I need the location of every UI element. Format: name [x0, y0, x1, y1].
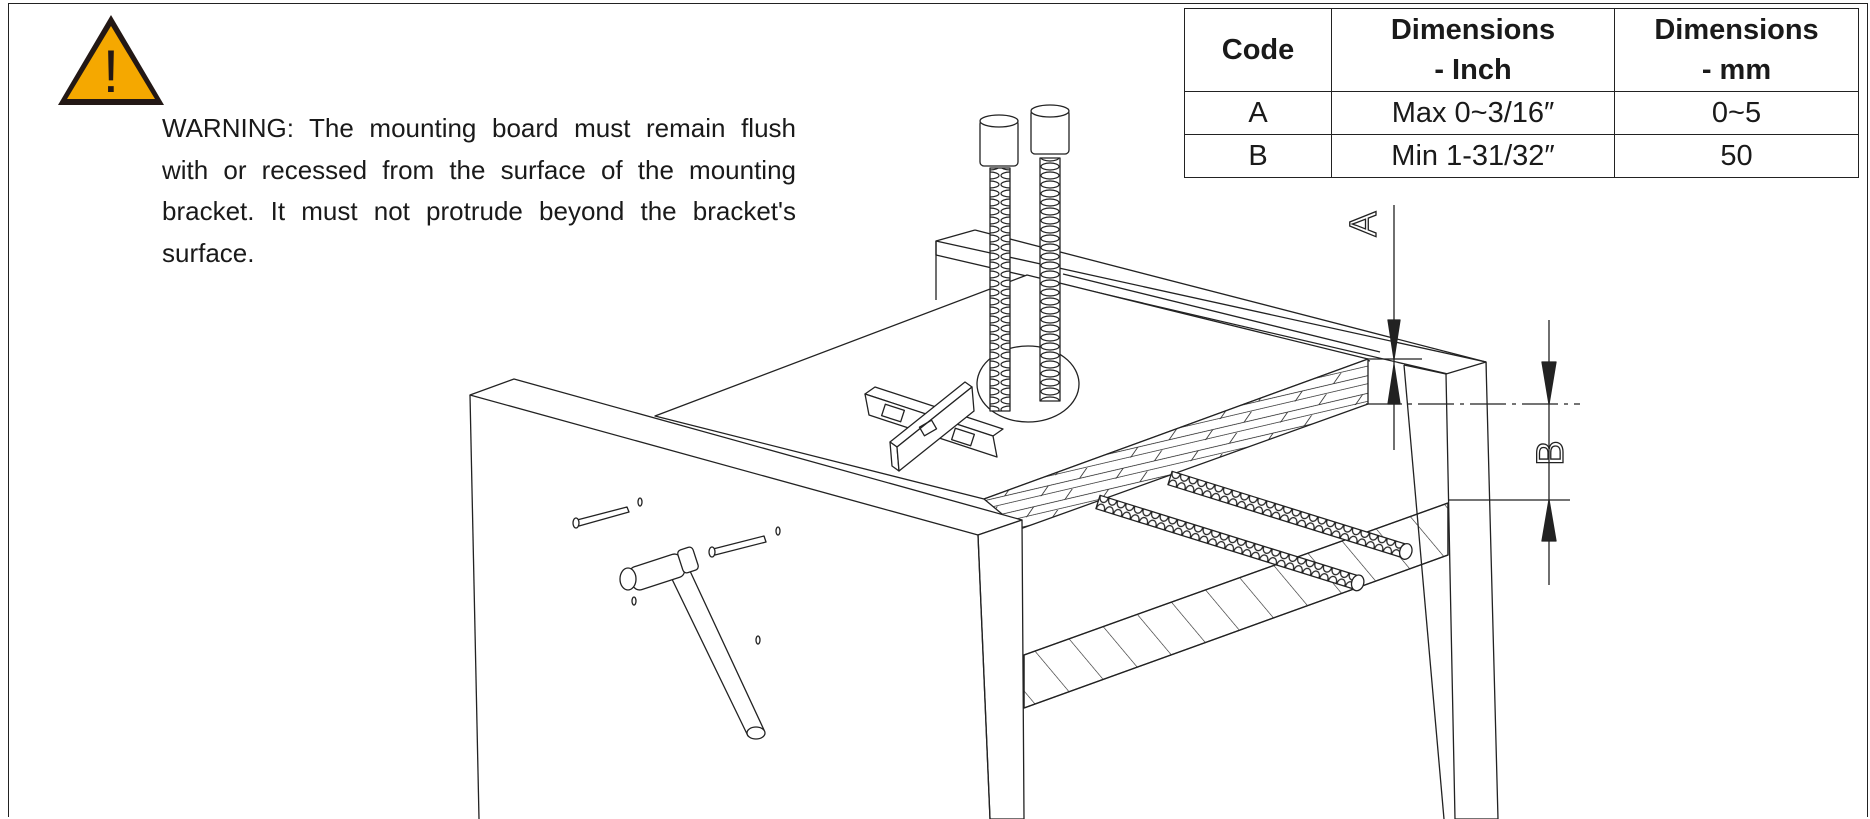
dimension-a	[1366, 205, 1580, 450]
row-a-inch: Max 0~3/16″	[1331, 91, 1615, 135]
horizontal-threaded-rods	[1096, 470, 1414, 592]
header-dimensions-mm: Dimensions- mm	[1614, 8, 1859, 92]
warning-triangle-fill	[67, 26, 155, 99]
warning-exclamation: !	[103, 38, 120, 105]
cross-spacer	[865, 382, 1003, 471]
warning-triangle-icon: !	[58, 15, 164, 105]
row-b-code: B	[1184, 134, 1332, 178]
table-row: A Max 0~3/16″ 0~5	[1184, 91, 1859, 135]
dimension-b	[1448, 320, 1570, 585]
hatched-wall	[1024, 503, 1448, 708]
header-dimensions-inch: Dimensions- Inch	[1331, 8, 1615, 92]
row-a-code: A	[1184, 91, 1332, 135]
label-b: B	[1530, 440, 1572, 465]
nails-and-hammer	[573, 498, 780, 739]
dimensions-table: Code Dimensions- Inch Dimensions- mm A M…	[1184, 8, 1859, 178]
table-header-row: Code Dimensions- Inch Dimensions- mm	[1184, 8, 1859, 92]
label-a: A	[1343, 211, 1385, 237]
row-b-inch: Min 1-31/32″	[1331, 134, 1615, 178]
front-board	[470, 379, 1024, 819]
page-frame	[8, 3, 1868, 817]
vertical-threaded-rods	[977, 105, 1079, 422]
row-b-mm: 50	[1614, 134, 1859, 178]
warning-text: WARNING: The mounting board must remain …	[162, 113, 796, 268]
row-a-mm: 0~5	[1614, 91, 1859, 135]
table-row: B Min 1-31/32″ 50	[1184, 134, 1859, 178]
right-bracket-post	[1404, 362, 1498, 819]
